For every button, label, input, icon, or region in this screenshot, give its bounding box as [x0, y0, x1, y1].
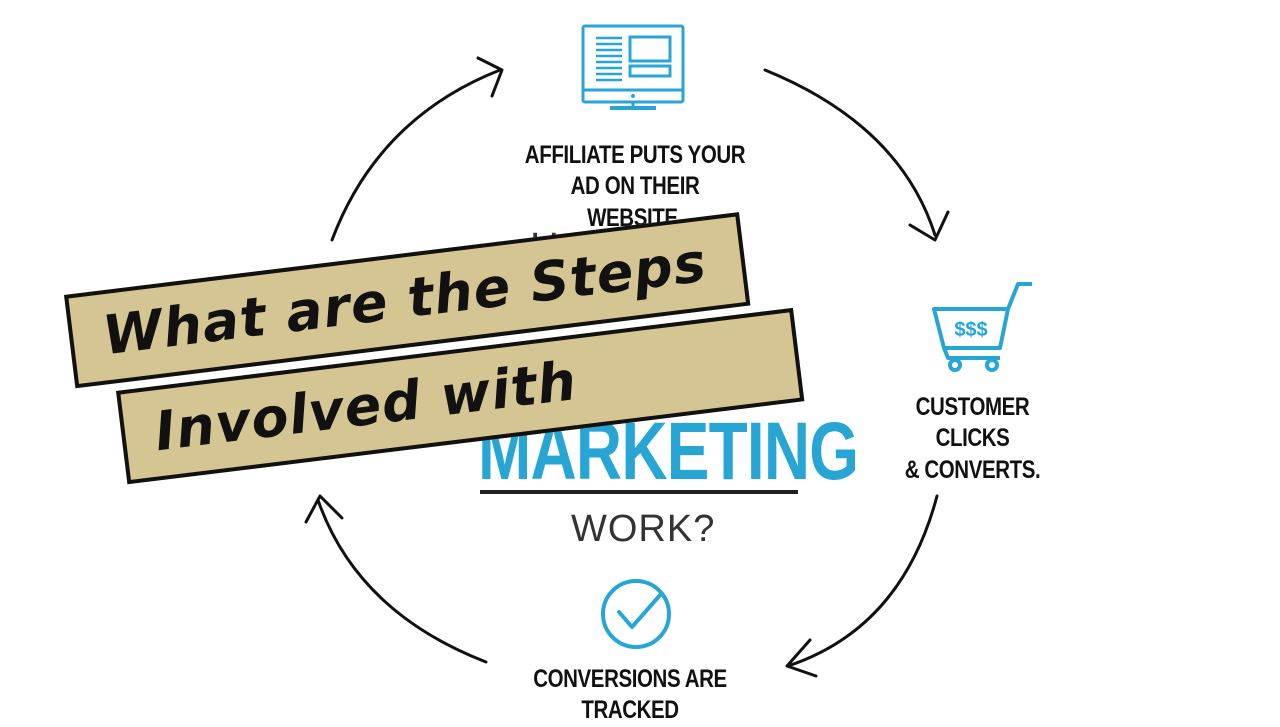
svg-text:$$$: $$$ [954, 319, 987, 341]
center-divider [480, 490, 798, 494]
arrowhead-bottom-right [785, 638, 818, 678]
step-tracked-line1: CONVERSIONS ARE TRACKED [533, 665, 727, 725]
arrowhead-top-left [476, 56, 504, 98]
step-customer-line1: CUSTOMER CLICKS [915, 393, 1030, 453]
step-customer-caption: CUSTOMER CLICKS & CONVERTS. [880, 392, 1065, 486]
arrow-bottom-left [316, 498, 488, 664]
step-affiliate-caption: AFFILIATE PUTS YOUR AD ON THEIR WEBSITE. [524, 140, 746, 234]
step-tracked-caption: CONVERSIONS ARE TRACKED [499, 664, 761, 727]
center-title-bottom: WORK? [571, 508, 716, 550]
monitor-icon [581, 24, 685, 110]
shopping-cart-icon: $$$ [932, 282, 1032, 372]
arrow-bottom-right [786, 494, 939, 668]
arrow-top-right [763, 68, 937, 237]
step-customer-line2: & CONVERTS. [904, 455, 1041, 484]
arrowhead-bottom-left [304, 494, 344, 524]
step-affiliate-line1: AFFILIATE PUTS YOUR [524, 141, 746, 169]
step-affiliate-line2: AD ON THEIR WEBSITE. [570, 172, 700, 232]
arrow-top-left [330, 68, 502, 242]
arrowhead-top-right [908, 210, 950, 242]
check-circle-icon [601, 579, 671, 649]
